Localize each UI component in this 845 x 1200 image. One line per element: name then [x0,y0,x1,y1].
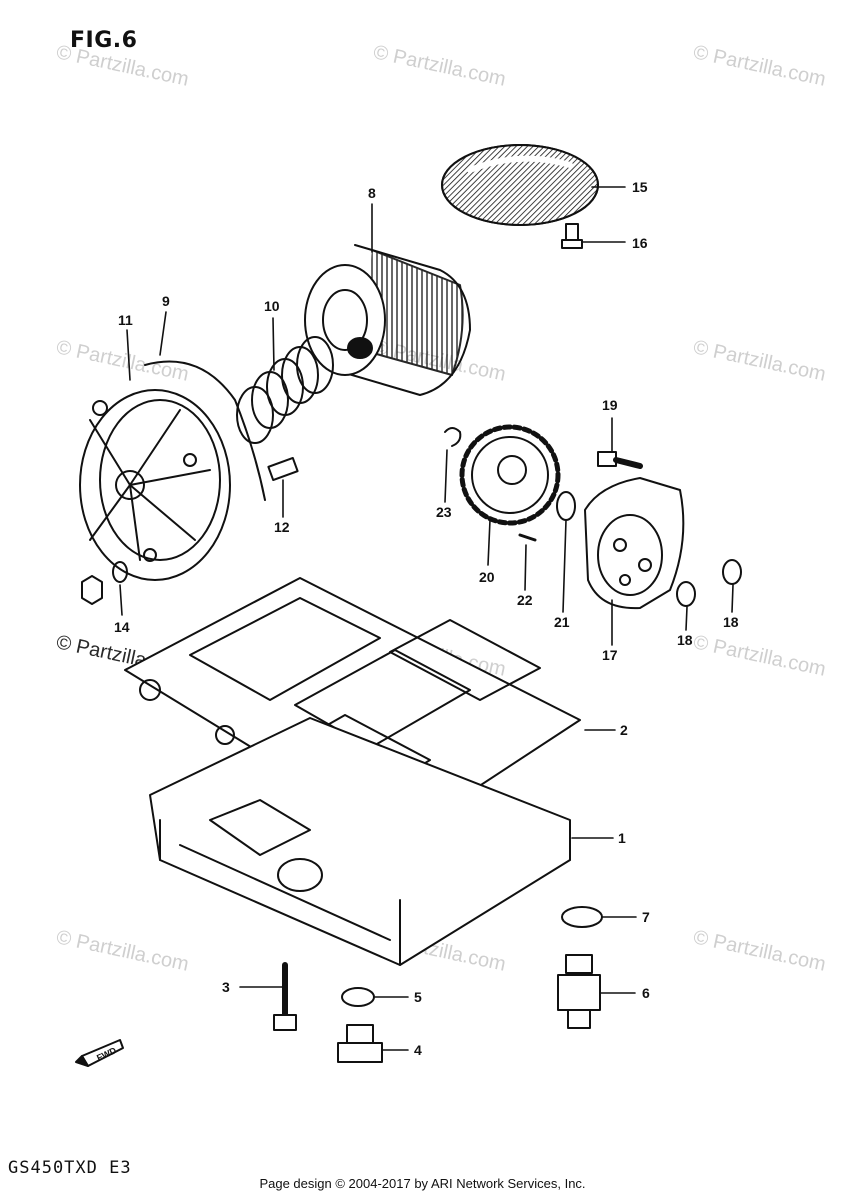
callout-label: 7 [642,909,650,925]
callout-label: 19 [602,397,618,413]
washer-part [112,561,128,583]
callout-label: 18 [677,632,693,648]
stud-part [267,456,299,482]
drain-washer-part [561,906,603,928]
callout-label: 21 [554,614,570,630]
pan-bolt-part [273,962,297,1031]
oil-filter-part [304,244,471,396]
pump-o-ring-part [722,559,742,585]
callout-label: 4 [414,1042,422,1058]
fwd-arrow-icon [75,1039,124,1067]
callout-label: 1 [618,830,626,846]
filter-cap-part [79,389,231,581]
callout-label: 12 [274,519,290,535]
page-footer: Page design © 2004-2017 by ARI Network S… [259,1176,586,1191]
strainer-bolt-part [561,223,583,249]
callout-label: 15 [632,179,648,195]
callout-label: 2 [620,722,628,738]
circlip-part [444,427,462,447]
oil-pressure-switch-part [557,954,601,1029]
callout-label: 9 [162,293,170,309]
oil-pump-gear-part [459,424,561,526]
callout-label: 5 [414,989,422,1005]
oil-pump-part [584,477,685,610]
pump-washer-part [556,491,576,521]
pin-part [518,533,537,542]
drain-plug-washer-part [341,987,375,1007]
callout-label: 8 [368,185,376,201]
callout-label: 3 [222,979,230,995]
callout-label: 18 [723,614,739,630]
callout-label: 10 [264,298,280,314]
model-code: GS450TXD E3 [8,1158,132,1178]
oil-strainer-part [441,144,599,226]
spring-part [236,336,334,444]
cap-bolt-part [81,575,103,605]
callout-label: 22 [517,592,533,608]
callout-label: 11 [118,312,133,328]
callout-label: 20 [479,569,495,585]
callout-label: 17 [602,647,618,663]
pump-o-ring-part [676,581,696,607]
callout-label: 6 [642,985,650,1001]
oil-pan-part [149,717,571,966]
pump-bolt-part [597,451,643,469]
callout-label: 14 [114,619,130,635]
callout-label: 23 [436,504,452,520]
figure-title: FIG.6 [70,28,138,53]
drain-plug-part [337,1024,383,1063]
callout-label: 16 [632,235,648,251]
o-ring-part [144,360,266,501]
